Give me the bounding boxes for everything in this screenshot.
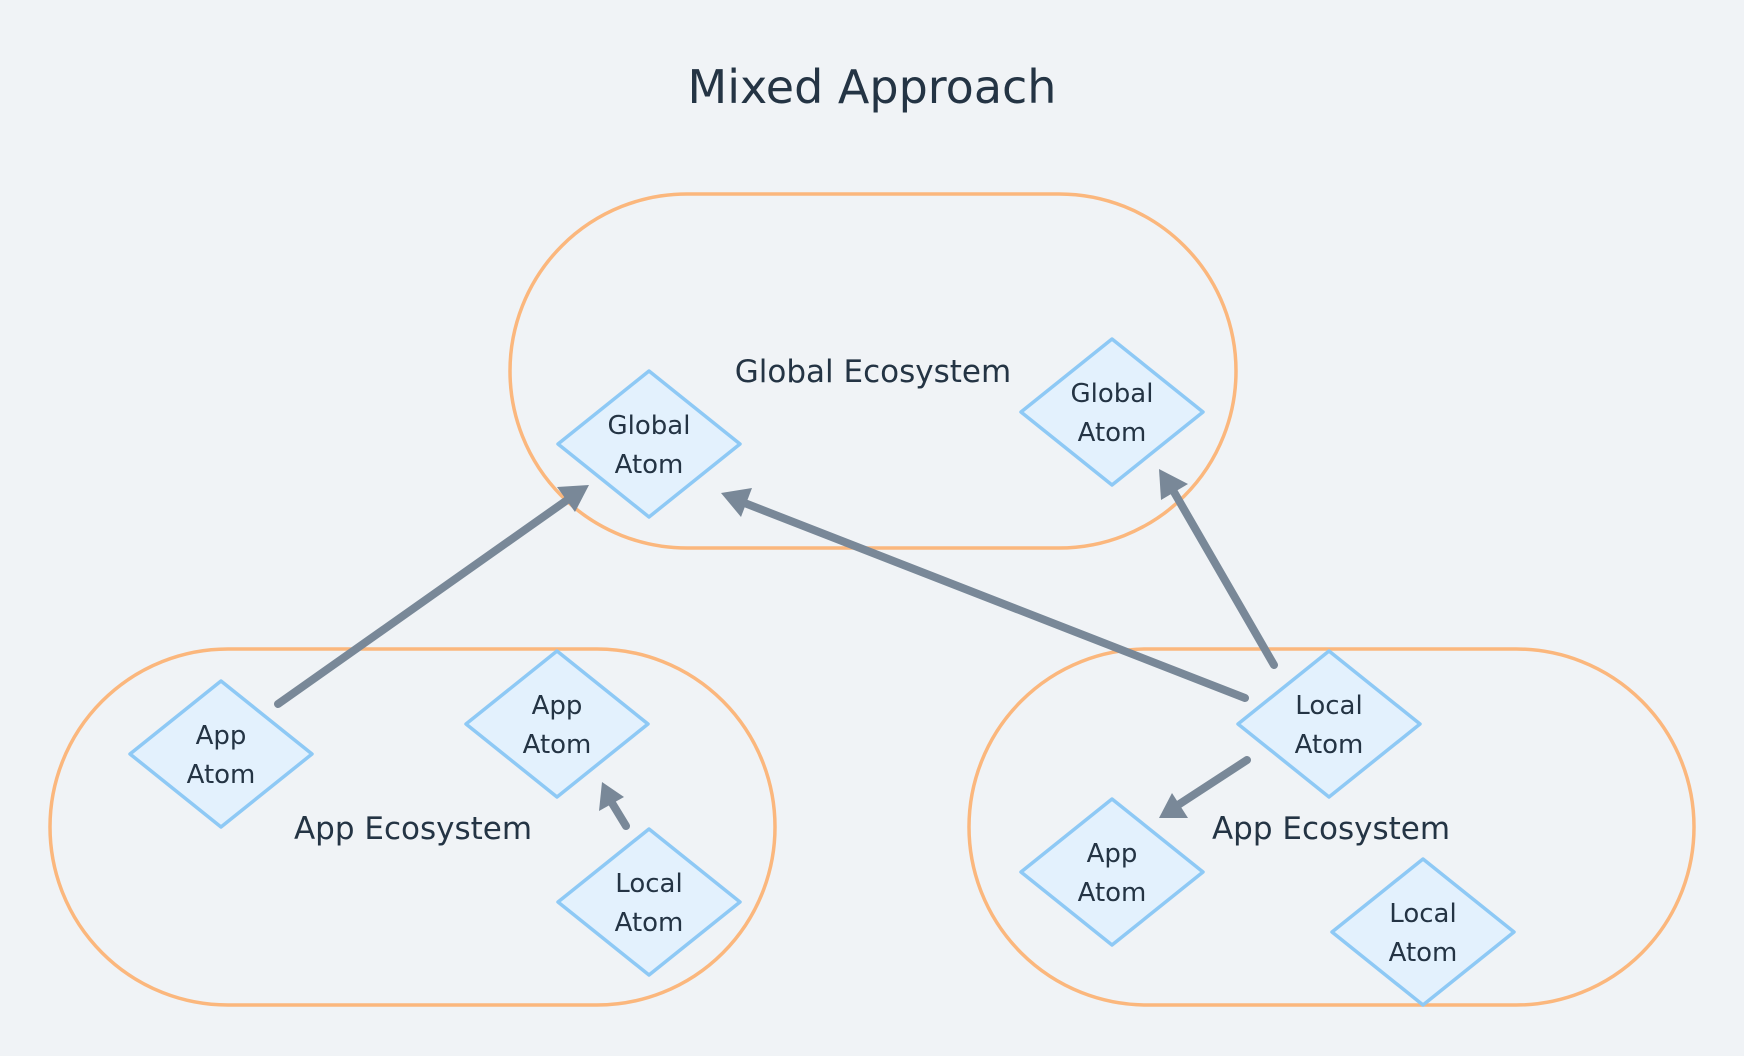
- atom-l1: Local Atom: [556, 827, 742, 977]
- atom-l3: Local Atom: [1330, 857, 1516, 1007]
- atom-a3: App Atom: [1019, 797, 1205, 947]
- ecosystem-label-global: Global Ecosystem: [735, 354, 1011, 390]
- atom-label-line1: App: [532, 691, 583, 721]
- atom-a2: App Atom: [464, 649, 650, 799]
- ecosystem-app-left: [48, 647, 777, 1007]
- edge-l2-to-g2: [1159, 469, 1278, 669]
- diagram-title: Mixed Approach: [688, 60, 1057, 114]
- edge-l2-to-a3: [1159, 756, 1251, 818]
- ecosystem-label-app-right: App Ecosystem: [1212, 811, 1450, 847]
- atom-label-line2: Atom: [615, 450, 684, 480]
- edge-a1-to-g1: [274, 485, 589, 708]
- ecosystem-global: [508, 192, 1238, 550]
- ecosystem-label-app-left: App Ecosystem: [294, 811, 532, 847]
- atom-label-line2: Atom: [1295, 730, 1364, 760]
- atom-g1: Global Atom: [556, 369, 742, 519]
- edge-l1-to-a2: [599, 782, 630, 830]
- atom-l2: Local Atom: [1236, 649, 1422, 799]
- atom-label-line2: Atom: [187, 760, 256, 790]
- atom-label-line2: Atom: [523, 730, 592, 760]
- atom-label-line2: Atom: [1078, 418, 1147, 448]
- atom-label-line2: Atom: [615, 908, 684, 938]
- atom-label-line1: Local: [615, 869, 682, 899]
- atom-g2: Global Atom: [1019, 337, 1205, 487]
- atom-label-line1: Local: [1295, 691, 1362, 721]
- atom-label-line2: Atom: [1078, 878, 1147, 908]
- atom-label-line1: App: [1087, 839, 1138, 869]
- ecosystem-app-right: [967, 647, 1696, 1007]
- atom-label-line1: Local: [1389, 899, 1456, 929]
- edge-l2-to-g1: [721, 488, 1249, 702]
- atom-a1: App Atom: [128, 679, 314, 829]
- atom-label-line2: Atom: [1389, 938, 1458, 968]
- atom-label-line1: Global: [608, 411, 691, 441]
- atom-label-line1: Global: [1071, 379, 1154, 409]
- atom-label-line1: App: [196, 721, 247, 751]
